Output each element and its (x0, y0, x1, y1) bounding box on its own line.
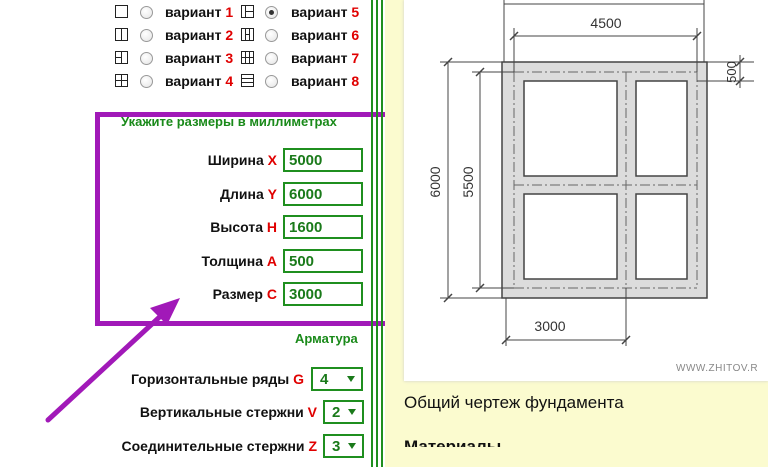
variant-3-shape-icon (115, 51, 128, 64)
opening-bottom-left (523, 193, 618, 280)
axis-lines (513, 71, 698, 289)
drawing-caption: Общий чертеж фундамента (404, 393, 624, 412)
dim-inner-length-text: 5500 (460, 166, 476, 197)
variant-row-1: вариант 1 вариант 5 (115, 4, 375, 22)
size-c-label: Размер C (212, 286, 277, 302)
rebar-section-title: Арматура (295, 331, 358, 346)
opening-top-left (523, 80, 618, 177)
variant-7-shape-icon (241, 51, 254, 64)
variant-3-radio[interactable] (140, 52, 153, 65)
foundation-drawing: 4500 3000 6000 5500 500 (404, 0, 768, 381)
thickness-input[interactable] (283, 249, 363, 273)
variant-6-radio[interactable] (265, 29, 278, 42)
calculator-form-panel: вариант 1 вариант 5 вариант 2 вариант 6 … (0, 0, 374, 467)
dim-width-text: 4500 (590, 15, 621, 31)
variant-1-shape-icon (115, 5, 128, 18)
connecting-rods-value: 3 (332, 438, 341, 455)
thickness-label: Толщина A (201, 253, 277, 269)
variant-4-radio[interactable] (140, 75, 153, 88)
variant-6-shape-icon (241, 28, 254, 41)
horizontal-rows-label: Горизонтальные ряды G (131, 371, 304, 387)
variant-8-radio[interactable] (265, 75, 278, 88)
dimensions-section-title: Укажите размеры в миллиметрах (121, 114, 337, 129)
vertical-rods-value: 2 (332, 404, 341, 421)
chevron-down-icon (347, 376, 355, 382)
variant-1-label: вариант 1 (165, 4, 234, 20)
width-label: Ширина X (207, 152, 277, 168)
variant-4-shape-icon (115, 74, 128, 87)
materials-heading: Материалы (404, 437, 502, 447)
variant-4-label: вариант 4 (165, 73, 234, 89)
dim-thickness-text: 500 (724, 61, 739, 83)
variant-5-label: вариант 5 (291, 4, 360, 20)
length-input[interactable] (283, 182, 363, 206)
vertical-rods-select[interactable]: 2 (323, 400, 364, 424)
width-input[interactable] (283, 148, 363, 172)
column-divider-left (371, 0, 373, 467)
column-divider-outer (381, 0, 383, 467)
horizontal-rows-value: 4 (320, 371, 329, 388)
variant-2-shape-icon (115, 28, 128, 41)
variant-row-3: вариант 3 вариант 7 (115, 50, 375, 68)
dim-total-length-text: 6000 (427, 166, 443, 197)
vertical-rods-label: Вертикальные стержни V (139, 404, 317, 420)
chevron-down-icon (348, 443, 356, 449)
variant-1-radio[interactable] (140, 6, 153, 19)
drawing-watermark: WWW.ZHITOV.R (676, 363, 759, 374)
variant-row-4: вариант 4 вариант 8 (115, 73, 375, 91)
dimension-ticks (443, 31, 745, 345)
length-label: Длина Y (220, 186, 277, 202)
variant-2-label: вариант 2 (165, 27, 234, 43)
connecting-rods-select[interactable]: 3 (323, 434, 364, 458)
dimension-lines (440, 0, 754, 346)
height-input[interactable] (283, 215, 363, 239)
variant-6-label: вариант 6 (291, 27, 360, 43)
opening-bottom-right (635, 193, 688, 280)
variant-5-shape-icon (241, 5, 254, 18)
size-c-input[interactable] (283, 282, 363, 306)
variant-5-radio[interactable] (265, 6, 278, 19)
variant-2-radio[interactable] (140, 29, 153, 42)
horizontal-rows-select[interactable]: 4 (311, 367, 363, 391)
variant-row-2: вариант 2 вариант 6 (115, 27, 375, 45)
chevron-down-icon (348, 409, 356, 415)
variant-7-label: вариант 7 (291, 50, 360, 66)
column-divider-right (376, 0, 378, 467)
connecting-rods-label: Соединительные стержни Z (121, 438, 317, 454)
variant-7-radio[interactable] (265, 52, 278, 65)
dim-size-c-text: 3000 (534, 318, 565, 334)
opening-top-right (635, 80, 688, 177)
variant-8-shape-icon (241, 74, 254, 87)
foundation-plan-svg: 4500 3000 6000 5500 500 (427, 0, 754, 346)
height-label: Высота H (210, 219, 277, 235)
variant-3-label: вариант 3 (165, 50, 234, 66)
variant-8-label: вариант 8 (291, 73, 360, 89)
